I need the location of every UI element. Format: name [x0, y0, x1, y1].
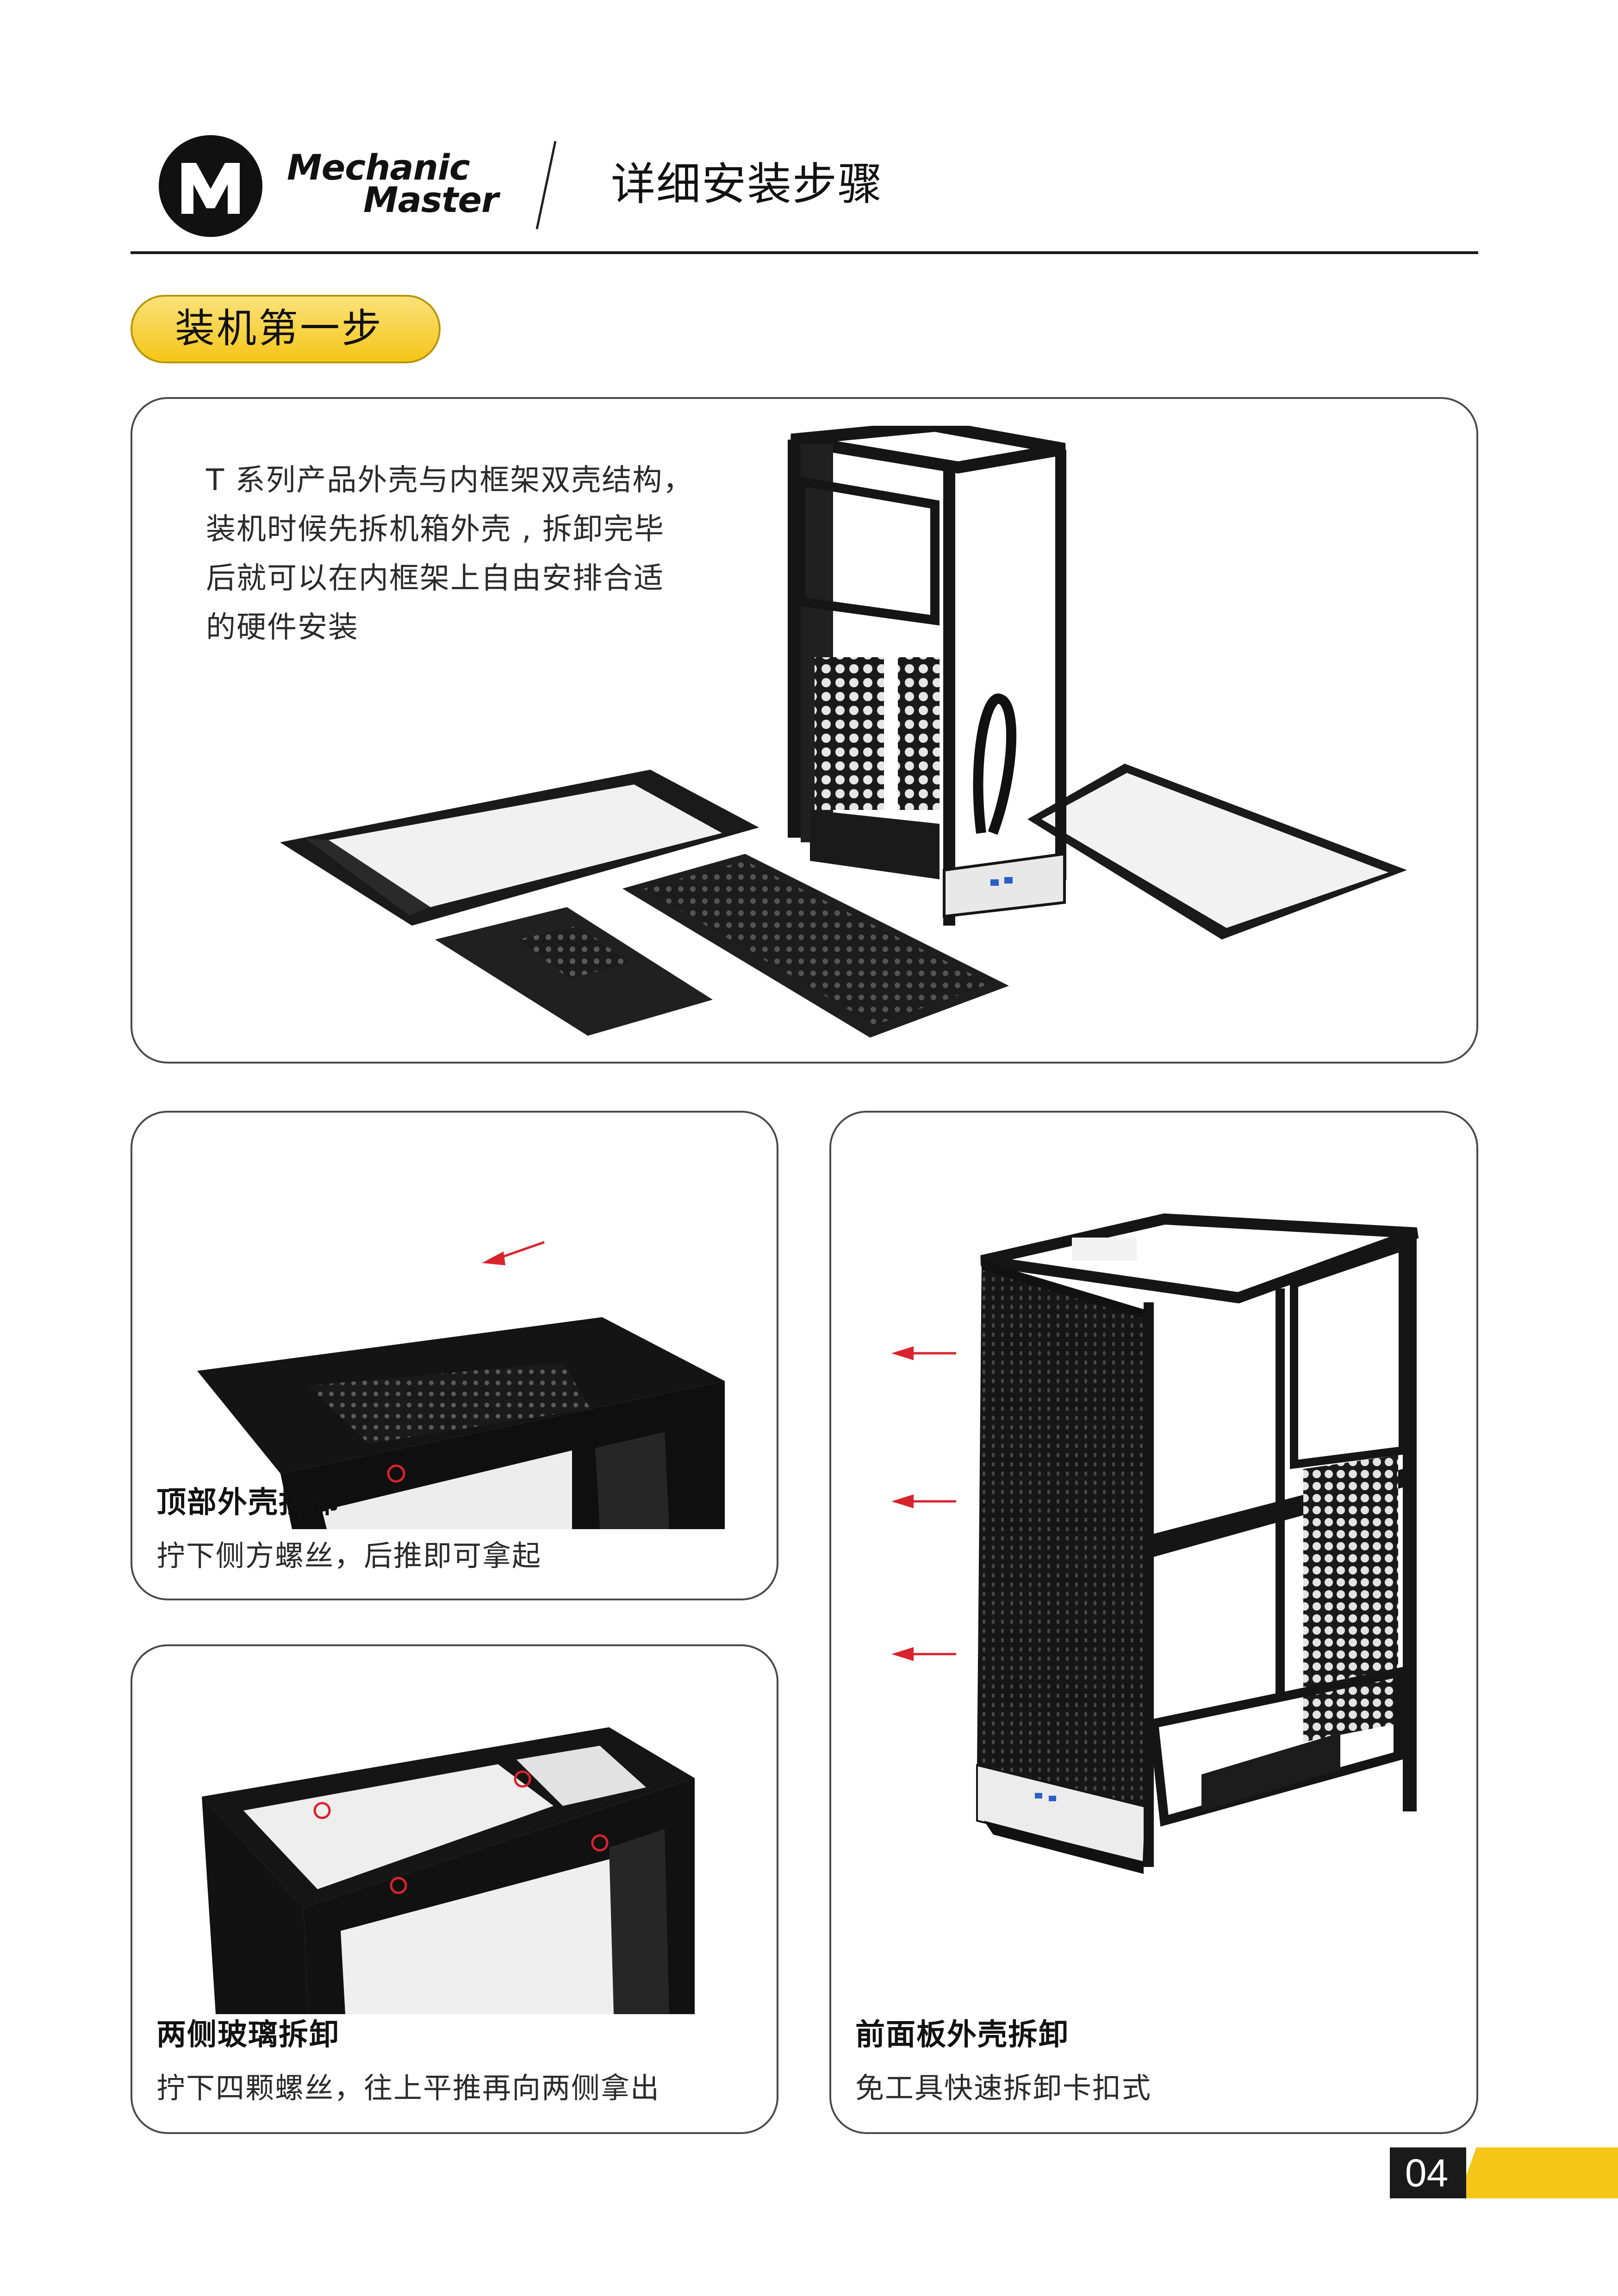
card-title: 两侧玻璃拆卸	[156, 2018, 340, 2052]
brand-name-line1: Mechanic	[287, 147, 470, 188]
card-title: 前面板外壳拆卸	[855, 2018, 1069, 2052]
brand-name-line2: Master	[363, 179, 499, 220]
page-number-accent-bar	[1458, 2147, 1618, 2198]
header-divider-slash	[532, 139, 560, 231]
intro-text-line: T 系列产品外壳与内框架双壳结构，	[206, 463, 694, 498]
intro-text-line: 后就可以在内框架上自由安排合适	[206, 561, 664, 596]
card-top-shell-removal: 顶部外壳拆卸 拧下侧方螺丝，后推即可拿起	[131, 1111, 778, 1600]
page-number-tab	[1390, 2147, 1466, 2198]
exploded-case-illustration	[278, 426, 1412, 1046]
front-panel-illustration	[891, 1213, 1419, 1874]
step-badge-label: 装机第一步	[175, 305, 383, 352]
page-number: 04	[1405, 2151, 1449, 2195]
side-glass-illustration	[202, 1727, 695, 2014]
card-description: 拧下四颗螺丝，往上平推再向两侧拿出	[156, 2071, 660, 2105]
card-description: 免工具快速拆卸卡扣式	[855, 2071, 1152, 2105]
step-badge	[131, 295, 441, 363]
mechanic-master-logo	[157, 134, 264, 238]
intro-text-line: 装机时候先拆机箱外壳 , 拆卸完毕	[206, 512, 665, 547]
intro-text-line: 的硬件安装	[206, 610, 359, 645]
page-title: 详细安装步骤	[611, 158, 883, 210]
card-front-panel-removal: 前面板外壳拆卸 免工具快速拆卸卡扣式	[829, 1111, 1478, 2134]
card-side-glass-removal: 两侧玻璃拆卸 拧下四颗螺丝，往上平推再向两侧拿出	[131, 1644, 778, 2134]
card-description: 拧下侧方螺丝，后推即可拿起	[156, 1539, 542, 1573]
top-shell-illustration	[197, 1241, 725, 1529]
header-rule	[131, 251, 1478, 254]
card-title: 顶部外壳拆卸	[156, 1486, 340, 1520]
